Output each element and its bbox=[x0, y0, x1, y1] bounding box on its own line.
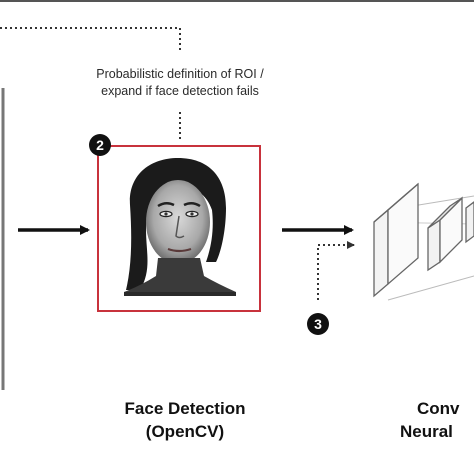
face-detection-caption: Face Detection (OpenCV) bbox=[80, 397, 290, 443]
cnn-title: Conv bbox=[417, 399, 460, 418]
cnn-caption: Conv Neural bbox=[400, 397, 474, 443]
roi-annotation: Probabilistic definition of ROI / expand… bbox=[40, 66, 320, 100]
cnn-layers bbox=[373, 182, 474, 301]
face-image bbox=[124, 158, 236, 296]
step-2-badge: 2 bbox=[89, 134, 111, 156]
cnn-layer-1 bbox=[373, 208, 389, 298]
cnn-subtitle: Neural bbox=[400, 422, 453, 441]
face-detection-subtitle: (OpenCV) bbox=[145, 422, 225, 441]
cnn-layer-3 bbox=[465, 201, 474, 244]
face-detection-title: Face Detection bbox=[124, 399, 246, 418]
roi-annotation-line-2: expand if face detection fails bbox=[101, 84, 259, 98]
roi-annotation-line-1: Probabilistic definition of ROI / bbox=[96, 67, 264, 81]
step-3-badge: 3 bbox=[307, 313, 329, 335]
step3-dotted-arrow bbox=[317, 241, 355, 300]
dotted-feedback-path bbox=[0, 27, 181, 53]
